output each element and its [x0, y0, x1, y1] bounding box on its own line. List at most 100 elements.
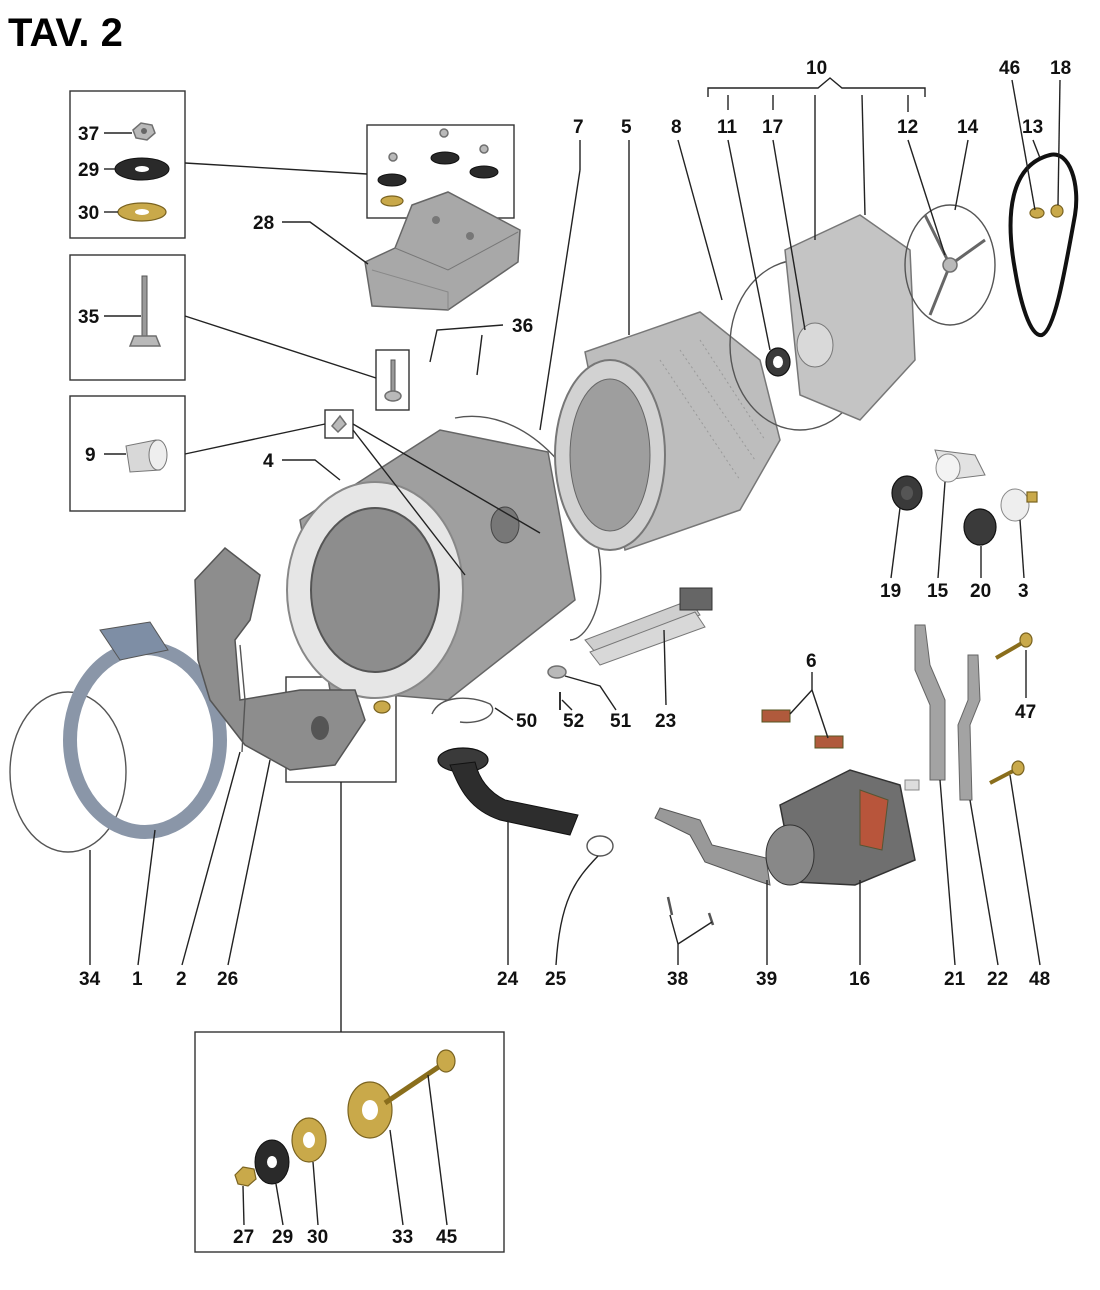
- nut-icon-small: [479, 144, 489, 154]
- label-38: 38: [667, 969, 688, 990]
- rubber-washer-icon: [377, 173, 407, 187]
- label-48: 48: [1029, 969, 1050, 990]
- label-50: 50: [516, 711, 537, 732]
- heater-element-icon: [584, 599, 701, 653]
- label-27: 27: [233, 1227, 254, 1248]
- label-25: 25: [545, 969, 567, 990]
- foot-base-icon: [128, 335, 162, 347]
- label-36: 36: [512, 316, 533, 337]
- label-33: 33: [392, 1227, 413, 1248]
- label-5: 5: [621, 117, 632, 138]
- gasket-lip-icon: [99, 621, 169, 661]
- washer-hole: [362, 1100, 378, 1120]
- label-11: 11: [717, 117, 738, 138]
- label-13: 13: [1022, 117, 1043, 138]
- motor-mount-icon: [914, 624, 946, 781]
- rubber-cap-icon: [963, 508, 997, 546]
- sensor-wire-icon: [431, 697, 494, 724]
- motor-winding-icon: [859, 789, 889, 851]
- counterweight-hole: [432, 216, 440, 224]
- washer-icon: [1029, 207, 1045, 219]
- arm-hole: [311, 716, 329, 740]
- label-24: 24: [497, 969, 519, 990]
- label-35: 35: [78, 307, 100, 328]
- label-30b: 30: [307, 1227, 328, 1248]
- sensor-icon: [547, 665, 567, 679]
- label-15: 15: [927, 581, 949, 602]
- pulley-spoke: [928, 264, 952, 316]
- pulley-spoke: [923, 214, 952, 266]
- wire-clamp-icon: [9, 691, 127, 853]
- drain-hose-icon: [449, 761, 579, 836]
- label-51: 51: [610, 711, 632, 732]
- bracket-ring: [935, 453, 961, 483]
- long-bolt-head-icon: [436, 1049, 456, 1073]
- hose-clamp-icon: [586, 835, 614, 857]
- label-28: 28: [253, 213, 274, 234]
- label-1: 1: [132, 969, 143, 990]
- label-22: 22: [987, 969, 1008, 990]
- bolt-icon: [989, 768, 1016, 785]
- inset-box-hardware: [69, 90, 186, 239]
- thermostat-icon: [1000, 488, 1030, 522]
- washer-hole: [267, 1156, 277, 1168]
- screw-icon: [666, 896, 674, 916]
- label-26: 26: [217, 969, 238, 990]
- label-12: 12: [897, 117, 918, 138]
- screw-icon: [707, 912, 715, 926]
- bearing-icon: [796, 322, 834, 368]
- brass-washer-hole: [135, 209, 149, 215]
- pulley-hub: [942, 257, 958, 273]
- counterweight-edge: [371, 269, 449, 310]
- brass-washer-icon: [380, 195, 404, 207]
- nut-icon-small: [388, 152, 398, 162]
- bolt-icon: [995, 641, 1023, 660]
- page-title: TAV. 2: [8, 11, 123, 55]
- nut-icon: [234, 1166, 257, 1187]
- long-bolt-icon: [383, 1063, 442, 1106]
- label-19: 19: [880, 581, 901, 602]
- pulley-icon: [904, 204, 996, 326]
- motor-end-icon: [765, 824, 815, 886]
- inset-box-foot: [69, 254, 186, 381]
- front-counterweight-icon: [194, 546, 366, 771]
- bolt-head-icon: [384, 390, 402, 402]
- washer-hole: [135, 166, 149, 172]
- heater-head-icon: [679, 587, 713, 611]
- rear-housing-icon: [784, 214, 916, 421]
- label-47: 47: [1015, 702, 1036, 723]
- bolt-icon: [390, 359, 396, 395]
- label-46: 46: [999, 58, 1020, 79]
- inset-box-bolt: [375, 349, 410, 411]
- nut-icon: [1050, 204, 1064, 218]
- carbon-brush-icon: [814, 735, 844, 749]
- heater-element-icon: [589, 611, 706, 666]
- rubber-washer-icon: [430, 151, 460, 165]
- motor-shaft-icon: [904, 779, 920, 791]
- label-30: 30: [78, 203, 99, 224]
- label-18: 18: [1050, 58, 1071, 79]
- bolt-head-icon: [1019, 632, 1033, 648]
- label-7: 7: [573, 117, 584, 138]
- label-8: 8: [671, 117, 682, 138]
- nut-hole: [141, 128, 147, 134]
- counterweight-edge: [394, 231, 519, 271]
- label-52: 52: [563, 711, 584, 732]
- label-14: 14: [957, 117, 979, 138]
- clip-icon: [330, 414, 347, 434]
- motor-bracket-icon: [654, 807, 771, 886]
- foot-screw-icon: [141, 275, 148, 339]
- label-29b: 29: [272, 1227, 293, 1248]
- label-6: 6: [806, 651, 817, 672]
- tub-opening-icon: [310, 507, 440, 673]
- terminal-icon: [1026, 491, 1038, 503]
- drum-perforation: [659, 339, 766, 481]
- arm-washer-icon: [373, 700, 391, 714]
- label-4: 4: [263, 451, 274, 472]
- counterweight-icon: [364, 191, 521, 311]
- belt-icon: [1008, 152, 1079, 338]
- label-39: 39: [756, 969, 777, 990]
- washer-hole: [303, 1132, 315, 1148]
